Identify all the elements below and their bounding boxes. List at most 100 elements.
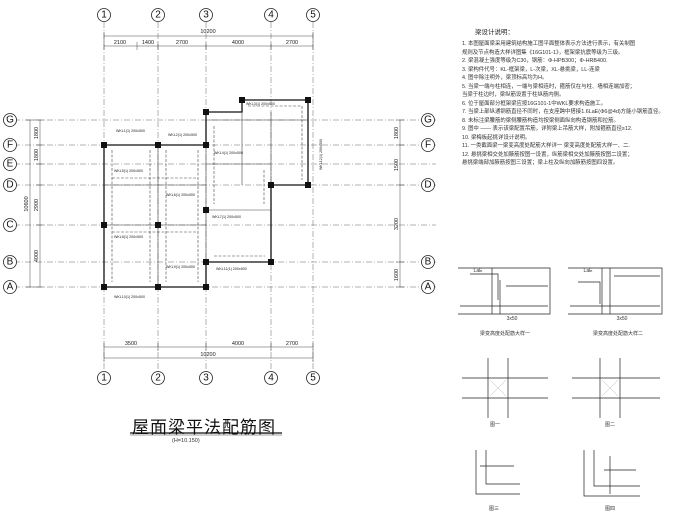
vertical-grid-lines bbox=[103, 22, 314, 372]
axis-label: 4 bbox=[268, 10, 274, 21]
note-item: 4. 图中除注明外，梁顶标高均为H。 bbox=[462, 75, 548, 81]
notes-list: 1. 本图屋面梁采用建筑结构施工图平面整体表示方法进行表示，有关制图 规则及节点… bbox=[462, 40, 674, 168]
svg-text:2: 2 bbox=[155, 373, 161, 384]
detail-fig-1: 图一 bbox=[462, 358, 548, 428]
detail-section-2: LaE 3x50 梁变高度处配筋大样二 bbox=[568, 267, 663, 337]
right-axis-bubbles: G F D B A bbox=[421, 113, 435, 294]
detail-fig-3: 图三 bbox=[475, 450, 520, 512]
axis-label: 5 bbox=[310, 10, 316, 21]
svg-text:E: E bbox=[7, 159, 14, 170]
fig-3-caption: 图三 bbox=[489, 506, 499, 512]
svg-text:1800: 1800 bbox=[34, 127, 40, 139]
left-dimensions: 10600 1800 1800 2900 4000 bbox=[24, 119, 44, 288]
svg-text:3500: 3500 bbox=[125, 341, 137, 347]
beam-label: WKL7(1) 200x500 bbox=[212, 215, 241, 219]
svg-text:LaE: LaE bbox=[584, 268, 594, 274]
svg-text:F: F bbox=[7, 140, 13, 151]
bottom-dimensions: 3500 4000 2700 10200 bbox=[103, 341, 314, 362]
section-2-caption: 梁变高度处配筋大样二 bbox=[593, 330, 643, 337]
svg-text:4: 4 bbox=[268, 373, 274, 384]
note-item: 10. 梁梅板起挑详设计说明。 bbox=[462, 134, 531, 141]
svg-text:2900: 2900 bbox=[34, 199, 40, 211]
note-item: 8. 未标注梁腰筋的梁侧腰筋构造均按梁侧面纵向构造钢筋和拉筋。 bbox=[462, 117, 619, 124]
left-axis-bubbles: G F E D C B A bbox=[3, 113, 17, 294]
note-item: 7. 当梁上部纵通钢筋直径不同时，在支座跨中搭接1.6LaE(Φ6@4d)方能小… bbox=[462, 109, 664, 115]
svg-text:1: 1 bbox=[101, 373, 107, 384]
svg-text:2700: 2700 bbox=[176, 40, 188, 46]
beam-label: WKL8(1) 200x500 bbox=[114, 235, 143, 239]
beam-label: WKL12(1) 200x500 bbox=[319, 139, 323, 170]
note-item: 12. 悬挑梁相交处加腋筋按图一设置，纵筋梁相交处加腋筋按图二设置； bbox=[462, 151, 633, 158]
svg-text:1800: 1800 bbox=[34, 149, 40, 161]
svg-text:3200: 3200 bbox=[394, 218, 400, 230]
svg-text:4000: 4000 bbox=[232, 341, 244, 347]
bottom-total-dim: 10200 bbox=[200, 352, 215, 358]
svg-text:3: 3 bbox=[203, 373, 209, 384]
svg-text:10600: 10600 bbox=[24, 196, 30, 211]
note-item: 悬挑梁端部加腋筋按图三设置；梁上柱及纵向加腋筋按图四设置。 bbox=[462, 160, 619, 166]
svg-text:D: D bbox=[6, 180, 13, 191]
svg-text:A: A bbox=[425, 282, 432, 293]
detail-fig-4: 图四 bbox=[583, 450, 640, 512]
svg-text:1400: 1400 bbox=[142, 40, 154, 46]
svg-text:D: D bbox=[424, 180, 431, 191]
beam-label: WKL9(1) 200x500 bbox=[166, 265, 195, 269]
beam-label: WKL6(1) 200x500 bbox=[166, 193, 195, 197]
svg-text:5: 5 bbox=[310, 373, 316, 384]
svg-text:F: F bbox=[425, 140, 431, 151]
svg-text:G: G bbox=[424, 115, 432, 126]
svg-text:4000: 4000 bbox=[232, 40, 244, 46]
axis-label: 1 bbox=[101, 10, 107, 21]
svg-text:3x50: 3x50 bbox=[507, 316, 518, 322]
note-item: 6. 位于屋面部分框架梁应按16G101-1中WKL要求构造施工。 bbox=[462, 100, 607, 107]
bottom-axis-bubbles: 1 2 3 4 5 bbox=[97, 371, 320, 385]
beam-label: WKL2(1) 200x500 bbox=[168, 133, 197, 137]
svg-text:A: A bbox=[7, 282, 14, 293]
note-item: 3. 梁构件代号：KL-框架梁，L-次梁，XL-悬挑梁，LL-连梁 bbox=[462, 66, 600, 73]
svg-text:C: C bbox=[6, 220, 13, 231]
svg-text:2700: 2700 bbox=[286, 40, 298, 46]
beam-label: WKL3(1) 200x500 bbox=[246, 102, 275, 106]
section-1-caption: 梁变高度处配筋大样一 bbox=[480, 330, 530, 337]
beam-label: WKL11(1) 200x500 bbox=[216, 267, 247, 271]
top-axis-bubbles: 1 2 3 4 5 bbox=[97, 8, 320, 22]
fig-1-caption: 图一 bbox=[490, 422, 500, 428]
detail-section-1: LaE 3x50 梁变高度处配筋大样一 bbox=[458, 267, 551, 337]
beam-label: WKL10(1) 200x500 bbox=[114, 295, 145, 299]
fig-2-caption: 图二 bbox=[605, 422, 615, 428]
beam-labels: WKL1(1) 200x500 WKL2(1) 200x500 WKL3(1) … bbox=[114, 102, 323, 299]
note-item: 规则及节点构造大样详图集《16G101-1》，框架梁抗震等级为三级。 bbox=[462, 49, 624, 56]
svg-text:1600: 1600 bbox=[394, 269, 400, 281]
svg-text:LaE: LaE bbox=[474, 268, 484, 274]
note-item: 1. 本图屋面梁采用建筑结构施工图平面整体表示方法进行表示，有关制图 bbox=[462, 41, 636, 47]
detail-fig-2: 图二 bbox=[572, 358, 660, 428]
drawing-subtitle: (H=10.150) bbox=[172, 438, 200, 444]
notes-heading: 梁设计说明： bbox=[475, 29, 514, 36]
svg-text:1500: 1500 bbox=[394, 159, 400, 171]
axis-label: 2 bbox=[155, 10, 161, 21]
note-item: 当梁于柱边时，梁纵筋设置于柱纵筋内侧。 bbox=[462, 92, 565, 98]
note-item: 2. 梁混凝土强度等级为C30，钢筋：Φ-HPB300；Φ-HRB400. bbox=[462, 58, 608, 64]
top-dimensions: 10200 2100 1400 2700 4000 2700 bbox=[103, 29, 314, 50]
right-dimensions: 1800 1500 3200 1600 bbox=[394, 119, 404, 288]
columns bbox=[101, 97, 311, 290]
fig-4-caption: 图四 bbox=[605, 506, 615, 512]
drawing-title: 屋面梁平法配筋图 bbox=[132, 418, 276, 437]
beam-label: WKL1(1) 200x500 bbox=[116, 129, 145, 133]
note-item: 11. 一类截面梁一梁变高度处配筋大样详一 梁变高度处配筋大样一、二. bbox=[462, 143, 630, 149]
top-total-dim: 10200 bbox=[200, 29, 215, 35]
beam-label: WKL5(1) 200x500 bbox=[114, 169, 143, 173]
beam-label: WKL4(1) 200x500 bbox=[214, 151, 243, 155]
svg-text:B: B bbox=[425, 257, 432, 268]
note-item: 5. 当梁一端与柱相连，一端与梁相连时，箍筋仅在与柱、墙相连端加密； bbox=[462, 83, 636, 90]
note-item: 9. 图中 —— 表示该梁配置吊筋，详附梁上吊筋大样，附加箍筋直径≥12. bbox=[462, 126, 633, 132]
svg-text:B: B bbox=[7, 257, 14, 268]
svg-text:3x50: 3x50 bbox=[617, 316, 628, 322]
svg-text:2700: 2700 bbox=[286, 341, 298, 347]
svg-text:4000: 4000 bbox=[34, 250, 40, 262]
svg-text:1800: 1800 bbox=[394, 127, 400, 139]
svg-text:2100: 2100 bbox=[114, 40, 126, 46]
axis-label: 3 bbox=[203, 10, 209, 21]
svg-text:G: G bbox=[6, 115, 14, 126]
